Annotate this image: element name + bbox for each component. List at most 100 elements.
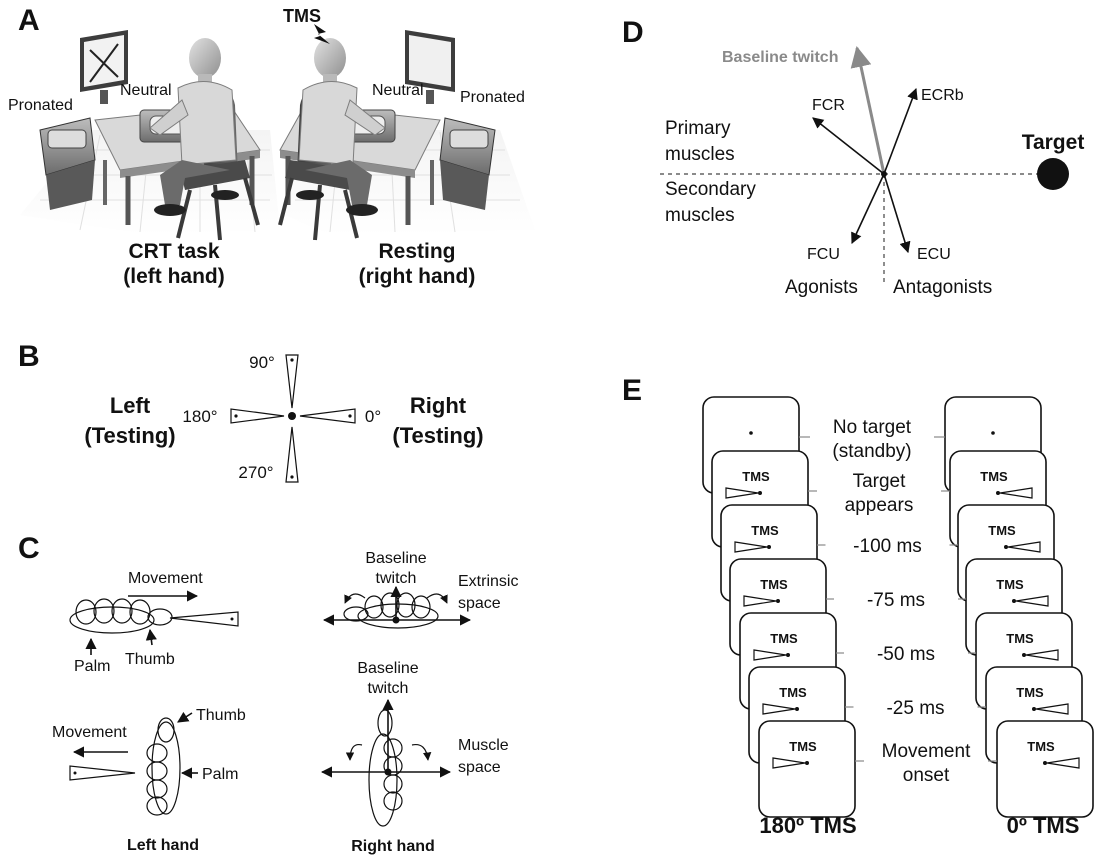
rotate-arrow-top-left: [344, 593, 366, 604]
right-caption-line2: (right hand): [359, 265, 476, 288]
panel-d-letter: D: [622, 16, 644, 49]
right-tms-label-4: TMS: [996, 577, 1024, 592]
step-label-3: -100 ms: [853, 536, 922, 557]
left-tms-label-6: TMS: [779, 685, 807, 700]
target-270-wedge: [285, 426, 299, 483]
baseline-bottom-line1: Baseline: [357, 660, 418, 677]
right-hand-top-diagram: [343, 592, 439, 629]
ecrb-arrow: [883, 87, 918, 175]
antagonists-label: Antagonists: [893, 277, 992, 298]
thumb-top-arrow: [145, 628, 157, 646]
left-side-device: [39, 117, 96, 210]
primary-line2: muscles: [665, 144, 735, 165]
right-caption-line1: Resting: [378, 240, 455, 263]
fcr-arrow: [812, 117, 885, 175]
right-sequence-caption: 0º TMS: [1007, 813, 1080, 838]
fcu-label: FCU: [807, 246, 840, 263]
panel-a: A: [8, 4, 535, 288]
secondary-line1: Secondary: [665, 179, 756, 200]
step-sublabel-7: onset: [903, 765, 950, 786]
panel-b-letter: B: [18, 340, 40, 373]
left-target-wedge-6: [762, 703, 796, 715]
panel-b: B Left (Testing) Right (Testing) 90° 180…: [18, 340, 484, 483]
left-testing-line1: Left: [110, 393, 151, 418]
right-setup-illustration: [278, 24, 535, 241]
right-tms-label-2: TMS: [980, 469, 1008, 484]
ecrb-label: ECRb: [921, 87, 964, 104]
fcr-label: FCR: [812, 97, 845, 114]
baseline-twitch-label: Baseline twitch: [722, 49, 838, 66]
secondary-line2: muscles: [665, 205, 735, 226]
left-tms-label-7: TMS: [789, 739, 817, 754]
left-hand-caption: Left hand: [127, 837, 199, 854]
right-fixation-dot: [991, 431, 995, 435]
right-hand-bottom-diagram: [368, 709, 403, 827]
left-hand-top-diagram: [69, 598, 173, 634]
right-target-wedge-6: [1035, 703, 1069, 715]
thumb-bottom-label: Thumb: [196, 707, 246, 724]
agonists-label: Agonists: [785, 277, 858, 298]
left-pronated-label: Pronated: [8, 97, 73, 114]
right-tms-label-5: TMS: [1006, 631, 1034, 646]
right-tms-label-3: TMS: [988, 523, 1016, 538]
step-label-1: No target: [833, 417, 912, 438]
step-label-2: Target: [853, 471, 907, 492]
right-target-wedge-4: [1015, 595, 1049, 607]
ecu-label: ECU: [917, 246, 951, 263]
movement-top-label: Movement: [128, 570, 203, 587]
right-target-wedge-3: [1007, 541, 1041, 553]
target-0-wedge: [299, 408, 356, 424]
left-hand-bottom-diagram: [146, 717, 181, 816]
right-target-wedge-7: [1046, 757, 1080, 769]
target-90-wedge: [285, 354, 299, 409]
movement-bottom-label: Movement: [52, 724, 127, 741]
extrinsic-line1: Extrinsic: [458, 573, 518, 590]
left-fixation-dot: [749, 431, 753, 435]
left-caption-line1: CRT task: [128, 240, 219, 263]
baseline-bottom-line2: twitch: [368, 680, 409, 697]
rotate-arrow-bottom-right: [411, 743, 432, 761]
left-neutral-label: Neutral: [120, 82, 172, 99]
step-label-6: -25 ms: [886, 698, 944, 719]
left-target-wedge-5: [753, 649, 787, 661]
baseline-top-line1: Baseline: [365, 550, 426, 567]
left-card-7: TMS: [758, 720, 856, 818]
tms-label: TMS: [283, 6, 321, 26]
target-dot: [1037, 158, 1069, 190]
step-label-5: -50 ms: [877, 644, 935, 665]
left-target-wedge-2: [725, 487, 759, 499]
right-side-device: [439, 117, 496, 210]
palm-top-label: Palm: [74, 658, 110, 675]
tms-lightning-icon: [314, 24, 330, 44]
baseline-twitch-arrow: [850, 45, 886, 175]
left-sequence-caption: 180º TMS: [759, 813, 856, 838]
fcu-arrow: [851, 173, 885, 245]
baseline-top-line2: twitch: [376, 570, 417, 587]
right-testing-line1: Right: [410, 393, 467, 418]
left-seated-person: [149, 38, 239, 216]
palm-bottom-label: Palm: [202, 766, 238, 783]
rotate-arrow-top-right: [426, 593, 448, 604]
panel-c: C Movement Palm Thumb Thumb Movement: [18, 532, 518, 855]
rotate-arrow-bottom-left: [345, 743, 363, 761]
deg-0-label: 0°: [365, 407, 381, 426]
deg-90-label: 90°: [249, 353, 275, 372]
deg-180-label: 180°: [182, 407, 217, 426]
thumb-bottom-arrow: [177, 711, 193, 723]
step-label-4: -75 ms: [867, 590, 925, 611]
target-label: Target: [1022, 131, 1085, 154]
right-card-7: TMS: [996, 720, 1094, 818]
right-hand-caption: Right hand: [351, 838, 435, 855]
primary-line1: Primary: [665, 118, 731, 139]
left-setup-illustration: [20, 30, 280, 241]
ecu-arrow: [883, 173, 911, 254]
right-seated-person: [296, 38, 386, 216]
left-target-wedge-7: [772, 757, 806, 769]
panel-c-letter: C: [18, 532, 40, 565]
panel-a-letter: A: [18, 4, 40, 37]
right-testing-line2: (Testing): [392, 423, 483, 448]
center-dot: [288, 412, 296, 420]
